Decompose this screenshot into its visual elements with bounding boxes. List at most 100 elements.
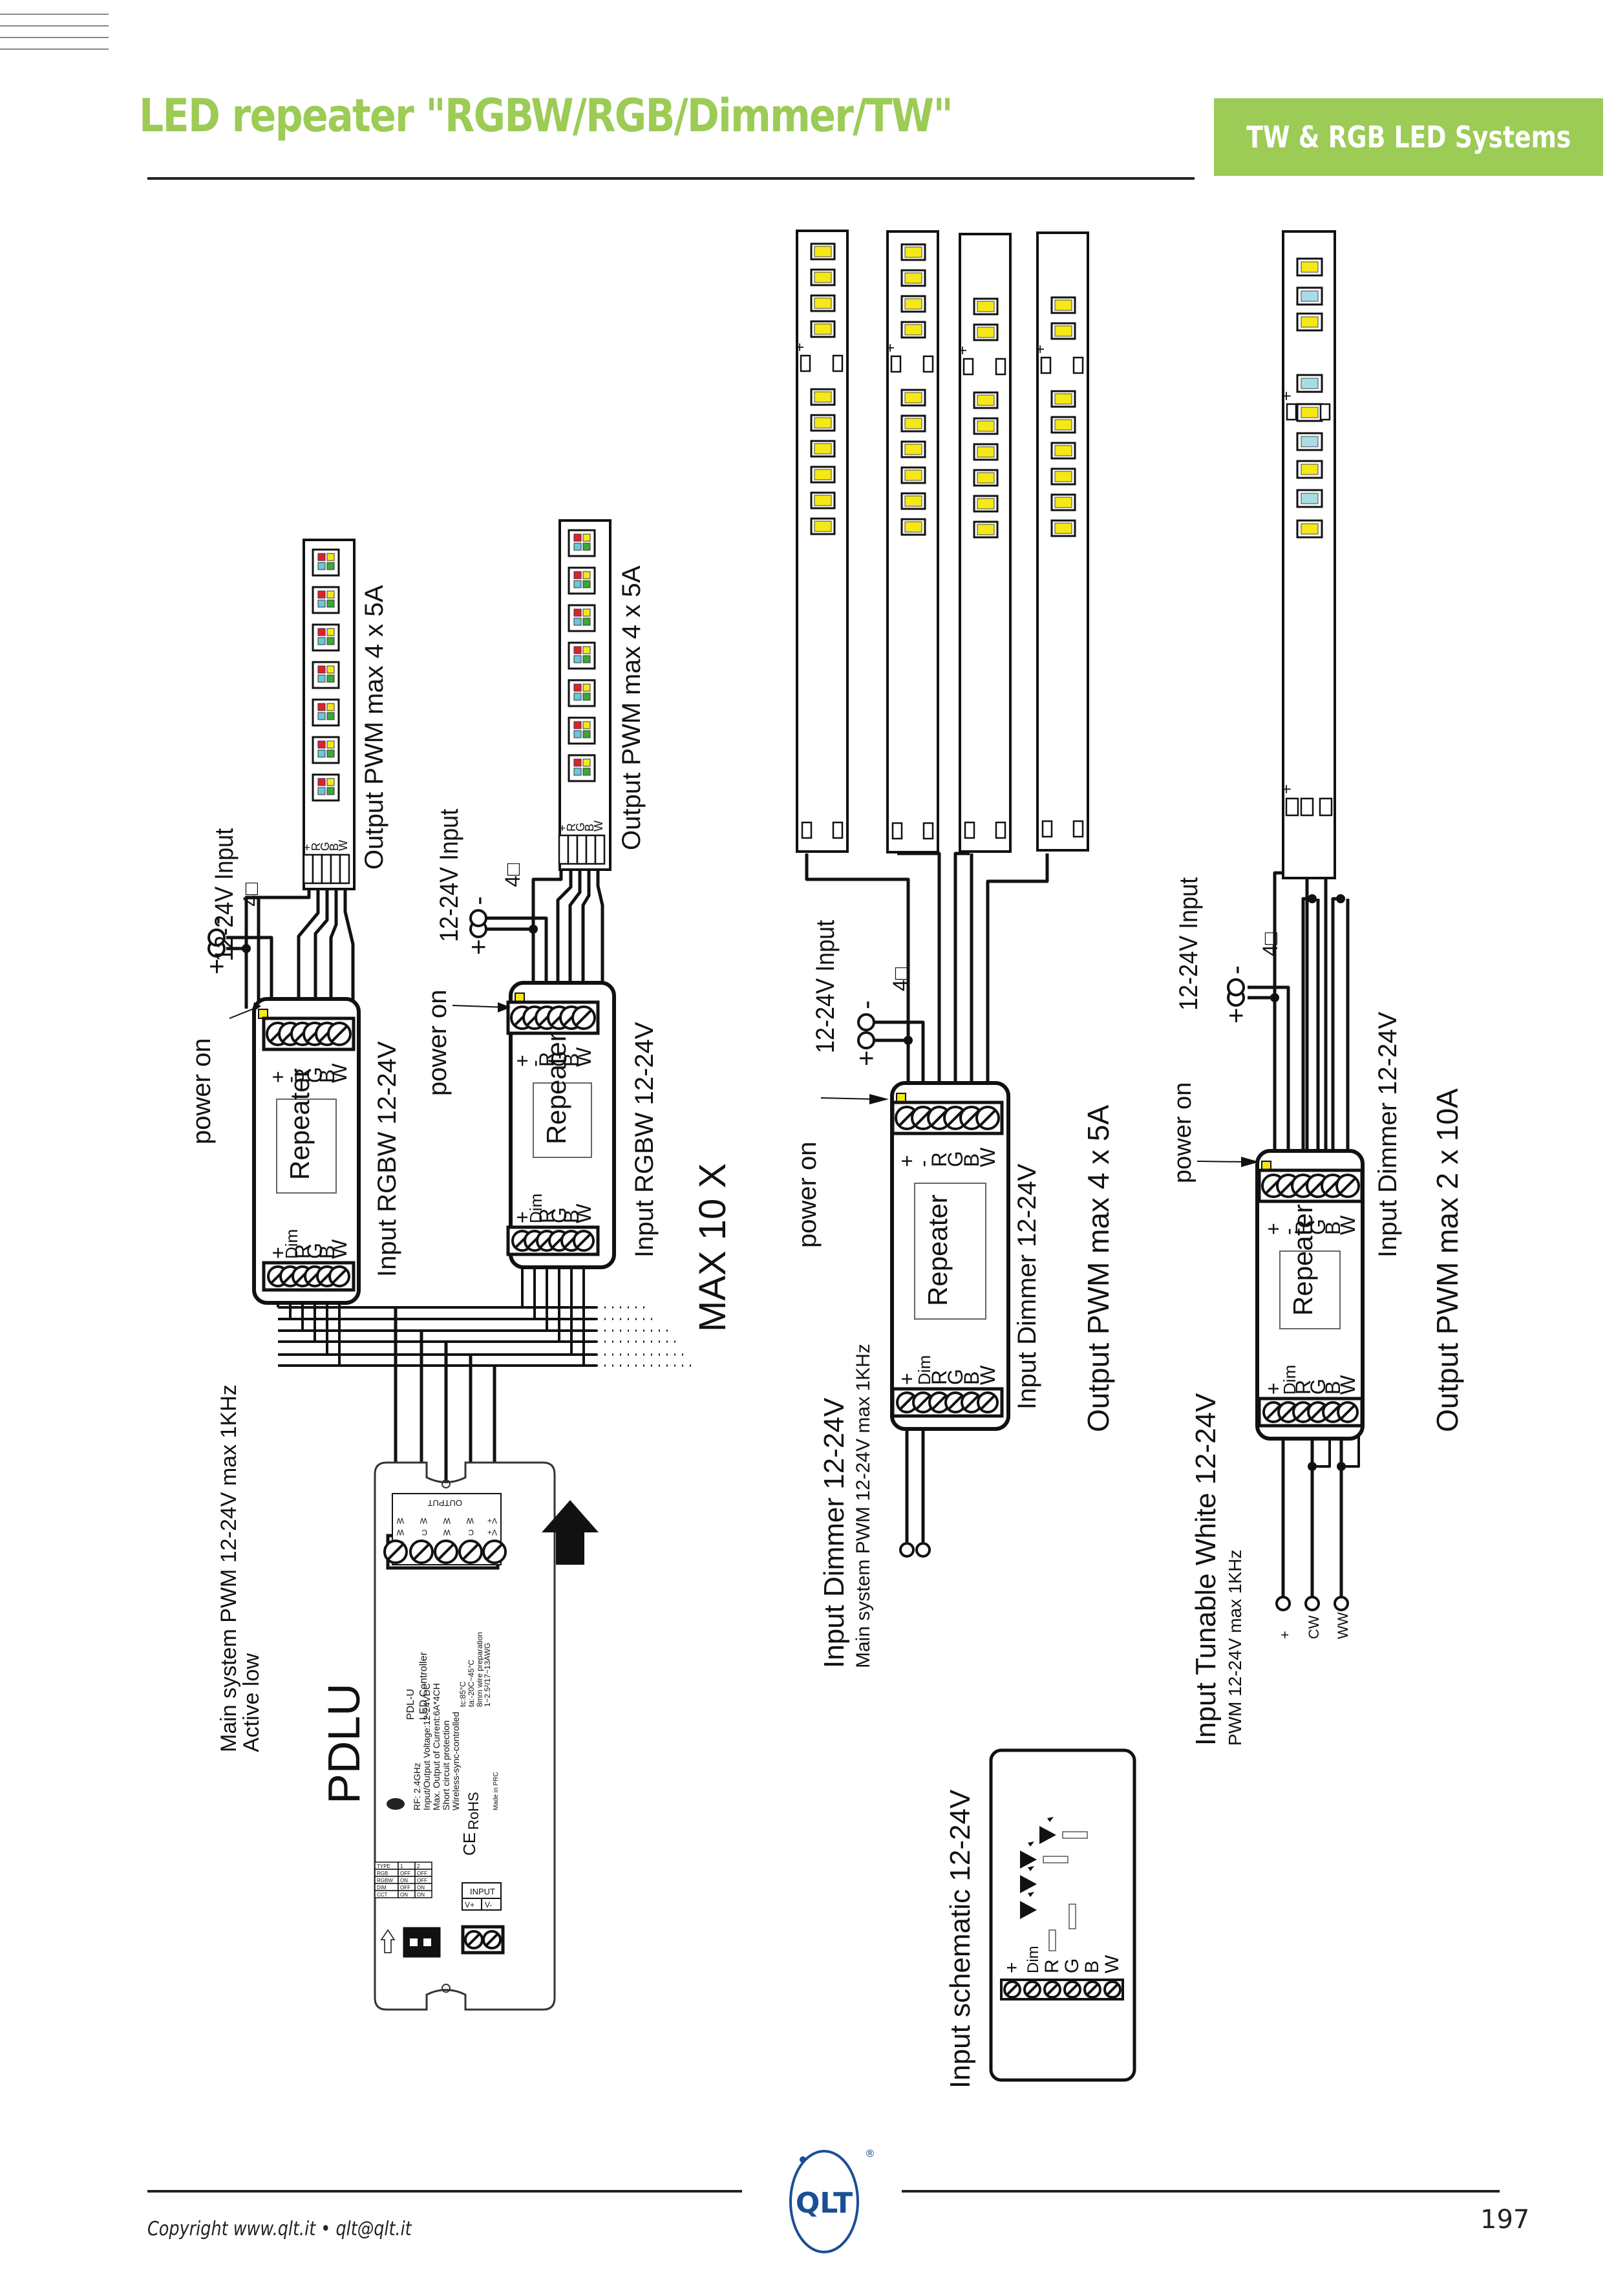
led-frame — [568, 679, 596, 707]
dimmer-strip-1-end-pad — [832, 821, 844, 839]
dip-cell-text: 1 — [400, 1863, 403, 1869]
power-on-arrow — [820, 1097, 877, 1100]
led-red — [317, 628, 326, 636]
tw-bridge-rg — [1312, 1435, 1331, 1468]
led-green — [326, 562, 335, 570]
repeater-2-output-terminal-label: - — [523, 1060, 546, 1067]
labels: +RGBW+RGBW+-RGBWRepeater+DimRGBW+-12-24V… — [187, 343, 1464, 2088]
pdlu-output-screw-icon — [434, 1540, 458, 1564]
led-cyan — [573, 692, 582, 701]
led-yellow — [582, 533, 591, 542]
wire-g — [314, 881, 329, 1009]
wire-r — [297, 881, 320, 1009]
screw-slot — [1106, 1983, 1119, 1996]
wire-supply-minus — [486, 916, 548, 989]
led-yellow — [582, 683, 591, 692]
rgbw-strip-1-rgbw-led-icon — [312, 736, 340, 764]
direction-arrow-icon — [542, 1500, 599, 1565]
wire-w — [986, 853, 1049, 1093]
led-frame — [568, 529, 596, 557]
schematic-frame — [989, 1748, 1136, 2082]
tw-output-caption: Output PWM max 2 x 10A — [1430, 1088, 1464, 1432]
power-on-arrow — [1196, 1161, 1248, 1163]
led-red — [573, 608, 582, 617]
repeater-2-power-on-label: power on — [423, 989, 452, 1096]
dip-cell-text: ON — [417, 1885, 425, 1891]
wire-supply-minus — [226, 936, 260, 1009]
dimmer-strip-2-led-chip — [904, 272, 922, 284]
tw-mid-pad — [1286, 403, 1297, 421]
rgbw-strip-2-rgbw-led-icon — [568, 754, 596, 782]
tw-repeater-input-terminal-label: G — [1306, 1379, 1330, 1395]
dimmer-repeater-input-terminal-label: W — [976, 1365, 999, 1385]
led-green — [582, 655, 591, 663]
repeater-2-supply-plus-label: + — [463, 939, 493, 955]
dimmer-strip-4-led-chip — [1054, 497, 1072, 508]
screw-slot — [576, 1233, 591, 1249]
dimmer-strip-2-led-chip — [904, 469, 922, 481]
led-green — [326, 674, 335, 683]
screw-slot — [1086, 1983, 1099, 1996]
logo-star-icon — [800, 2156, 806, 2163]
pdlu-logo-icon — [387, 1798, 405, 1810]
pdlu-input-screw-icon — [464, 1930, 484, 1949]
tw-repeater-output-screw-icon — [1335, 1174, 1360, 1198]
screw-slot — [915, 1395, 931, 1410]
tw-led-cold — [1301, 436, 1319, 447]
dimmer-strip-1-mid-pad — [800, 354, 811, 372]
wire-g — [953, 852, 970, 1093]
led-frame — [568, 566, 596, 595]
rgbw-strip-2-pin-label: B — [583, 824, 596, 831]
tw-input-plus-ring-icon — [1275, 1596, 1291, 1611]
rgbw-strip-1-pin — [321, 853, 332, 885]
tw-input-lead-label: WW — [1335, 1612, 1351, 1639]
rgbw-strip-2-pin — [576, 834, 588, 865]
led-green — [582, 730, 591, 738]
repeater-2-output-terminal-label: + — [511, 1055, 534, 1067]
pdlu-output-screw-icon — [409, 1540, 434, 1564]
rgbw-strip-1-pin — [339, 853, 350, 885]
tw-led-warm — [1301, 316, 1319, 328]
tw-supply-label: 12-24V Input — [1175, 877, 1203, 1011]
dimmer-strip-4-end-pad — [1041, 820, 1053, 838]
repeater-2-input-terminal-label: R — [535, 1208, 558, 1223]
repeater-1-input-caption: Input RGBW 12-24V — [373, 1041, 401, 1277]
wire-b — [329, 881, 338, 1009]
led-cyan — [573, 580, 582, 588]
light-emit-arrow-icon — [1047, 1817, 1054, 1822]
made-in-label: Made in PRC — [493, 1772, 500, 1810]
dimmer-strip-1-led-chip — [814, 520, 832, 532]
junction-dot — [1270, 993, 1279, 1002]
rgbw-strip-1-pin-label: + — [301, 844, 314, 851]
dimmer-strip-2-mid-plus-label: + — [882, 343, 899, 352]
dimmer-strip-4-led-chip — [1054, 299, 1072, 311]
screw-slot — [1026, 1983, 1039, 1996]
led-cyan — [573, 617, 582, 626]
output-table-cell: C — [468, 1528, 474, 1537]
repeater-1-power-on-label: power on — [187, 1038, 216, 1144]
rgbw-strip-1-pin-label: W — [337, 840, 350, 851]
pdlu-input-header: INPUT — [470, 1887, 495, 1896]
schematic-title: Input schematic 12-24V — [944, 1789, 976, 2088]
tw-subtitle: PWM 12-24V max 1KHz — [1225, 1550, 1245, 1746]
repeater-1-input-terminal-label: Dim — [282, 1229, 301, 1259]
rohs-label: RoHS — [465, 1792, 482, 1830]
active-low-label: Active low — [239, 1653, 264, 1752]
junction-dot — [1337, 1462, 1346, 1471]
dimmer-repeater-input-screw-icon — [977, 1391, 999, 1413]
dimmer-strip-1-led-chip — [814, 246, 832, 257]
tw-led-cold — [1301, 378, 1319, 389]
repeater-1-input-terminal-label: W — [328, 1239, 351, 1259]
led-red — [573, 721, 582, 729]
dimmer-strip-4-led-chip — [1054, 325, 1072, 337]
repeater-2-output-screw-icon — [571, 1005, 596, 1030]
pdlu-output-screw-icon — [458, 1540, 483, 1564]
dimmer-strip-3-led-chip — [977, 327, 995, 338]
resistor-icon — [1062, 1831, 1088, 1839]
schematic-screw-icon — [1103, 1980, 1122, 1999]
dimmer-title: Input Dimmer 12-24V — [818, 1397, 850, 1668]
tw-repeater-input-terminal-label: + — [1262, 1382, 1285, 1395]
wire — [259, 936, 273, 999]
tw-repeater-input-terminal-label: R — [1292, 1380, 1315, 1395]
